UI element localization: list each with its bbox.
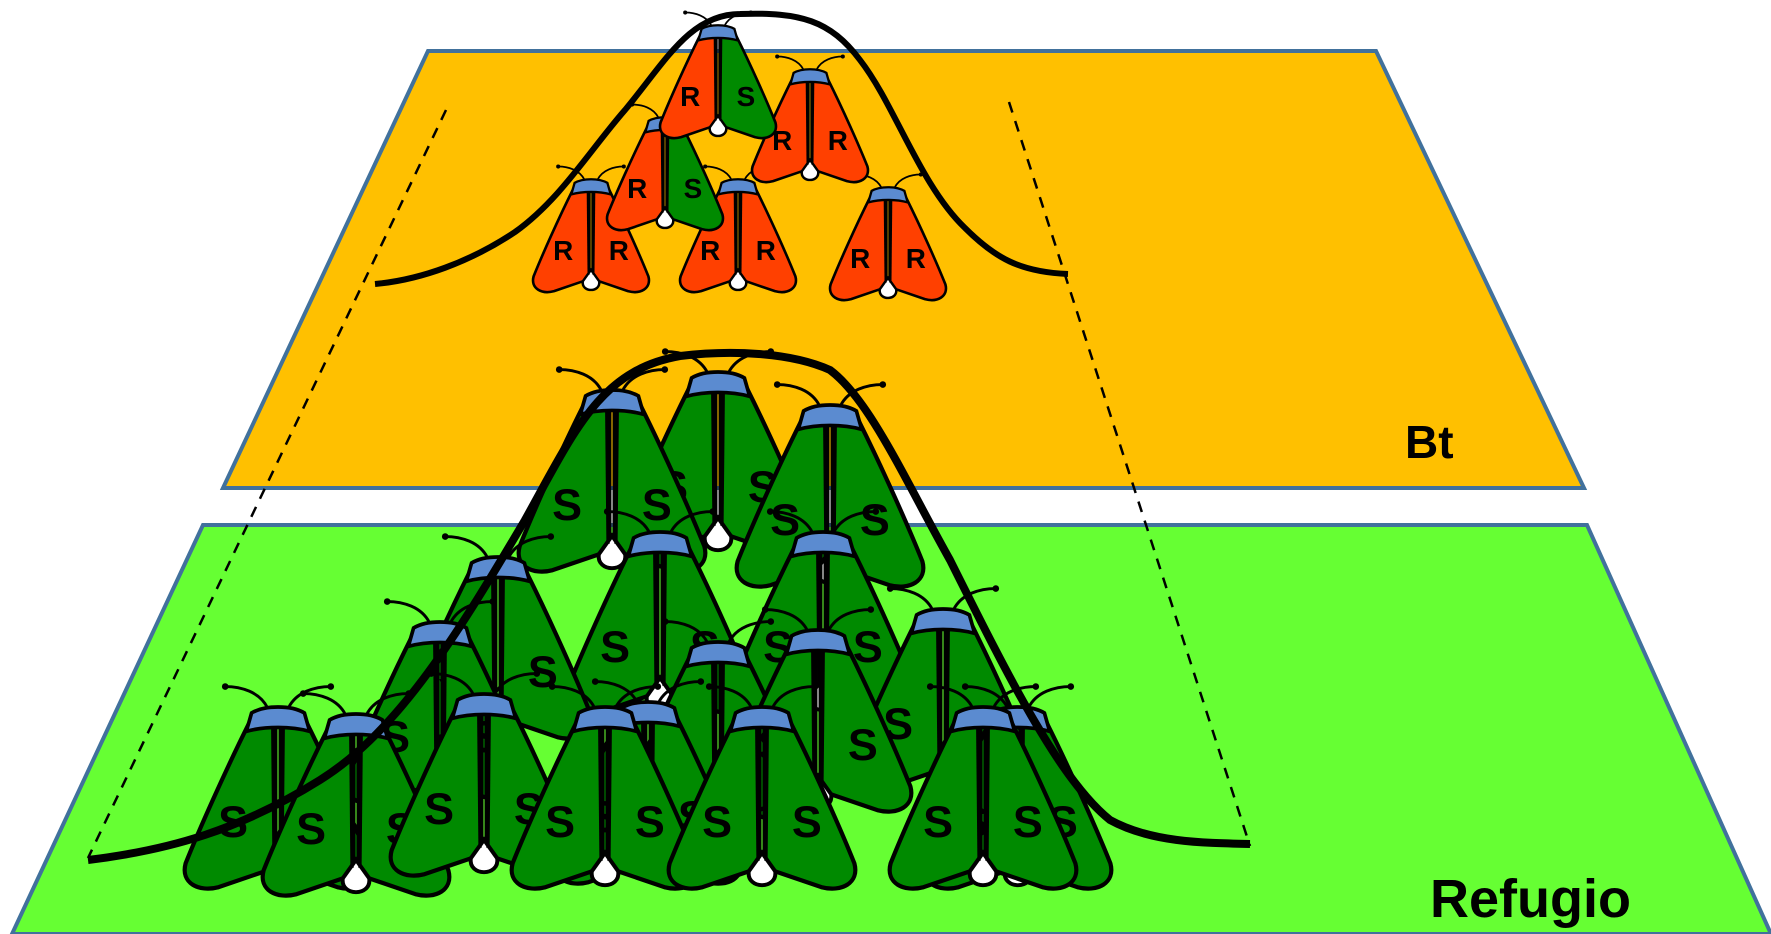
bt-moth-3-right-allele: R	[609, 235, 629, 266]
bt-moth-5-right-allele: R	[906, 243, 926, 274]
refugio-moth-13-right-allele: S	[792, 796, 822, 847]
bt-moth-0-right-allele: S	[737, 81, 756, 112]
bt-moth-5-left-allele: R	[850, 243, 870, 274]
projection-line-right	[1007, 101, 1252, 847]
refugio-moth-icon-9: SS	[260, 690, 452, 898]
refugio-distribution-curve	[87, 348, 1251, 864]
refugio-moth-10-left-allele: S	[424, 783, 454, 834]
bt-distribution-curve	[374, 10, 1069, 287]
refugio-moth-population: SSSSSSSSSSSSSSSSSSSSSSSSSSSSSSSSSSSS	[182, 348, 1114, 898]
refugio-moth-2-right-allele: S	[860, 494, 890, 545]
bt-moth-4-left-allele: R	[700, 235, 720, 266]
refugio-moth-8-right-allele: S	[848, 719, 878, 770]
refugio-plane-label: Refugio	[1430, 869, 1631, 929]
refugio-moth-11-right-allele: S	[635, 796, 665, 847]
refugio-moth-3-left-allele: S	[600, 621, 630, 672]
refugio-moth-14-left-allele: S	[923, 796, 953, 847]
bt-moth-2-right-allele: S	[684, 173, 703, 204]
bt-moth-0-left-allele: R	[680, 81, 700, 112]
refugio-moth-4-right-allele: S	[853, 621, 883, 672]
refugio-moth-1-right-allele: S	[642, 479, 672, 530]
bt-moth-2-left-allele: R	[627, 173, 647, 204]
bt-moth-4-right-allele: R	[756, 235, 776, 266]
refugio-moth-2-left-allele: S	[770, 494, 800, 545]
refugio-moth-1-left-allele: S	[552, 479, 582, 530]
refugio-moth-11-left-allele: S	[545, 796, 575, 847]
refugio-moth-9-left-allele: S	[296, 803, 326, 854]
refugio-moth-14-right-allele: S	[1013, 796, 1043, 847]
bt-moth-1-left-allele: R	[772, 125, 792, 156]
bt-moth-3-left-allele: R	[553, 235, 573, 266]
bt-moth-1-right-allele: R	[828, 125, 848, 156]
refugio-moth-13-left-allele: S	[702, 796, 732, 847]
bt-plane-label: Bt	[1405, 416, 1454, 468]
